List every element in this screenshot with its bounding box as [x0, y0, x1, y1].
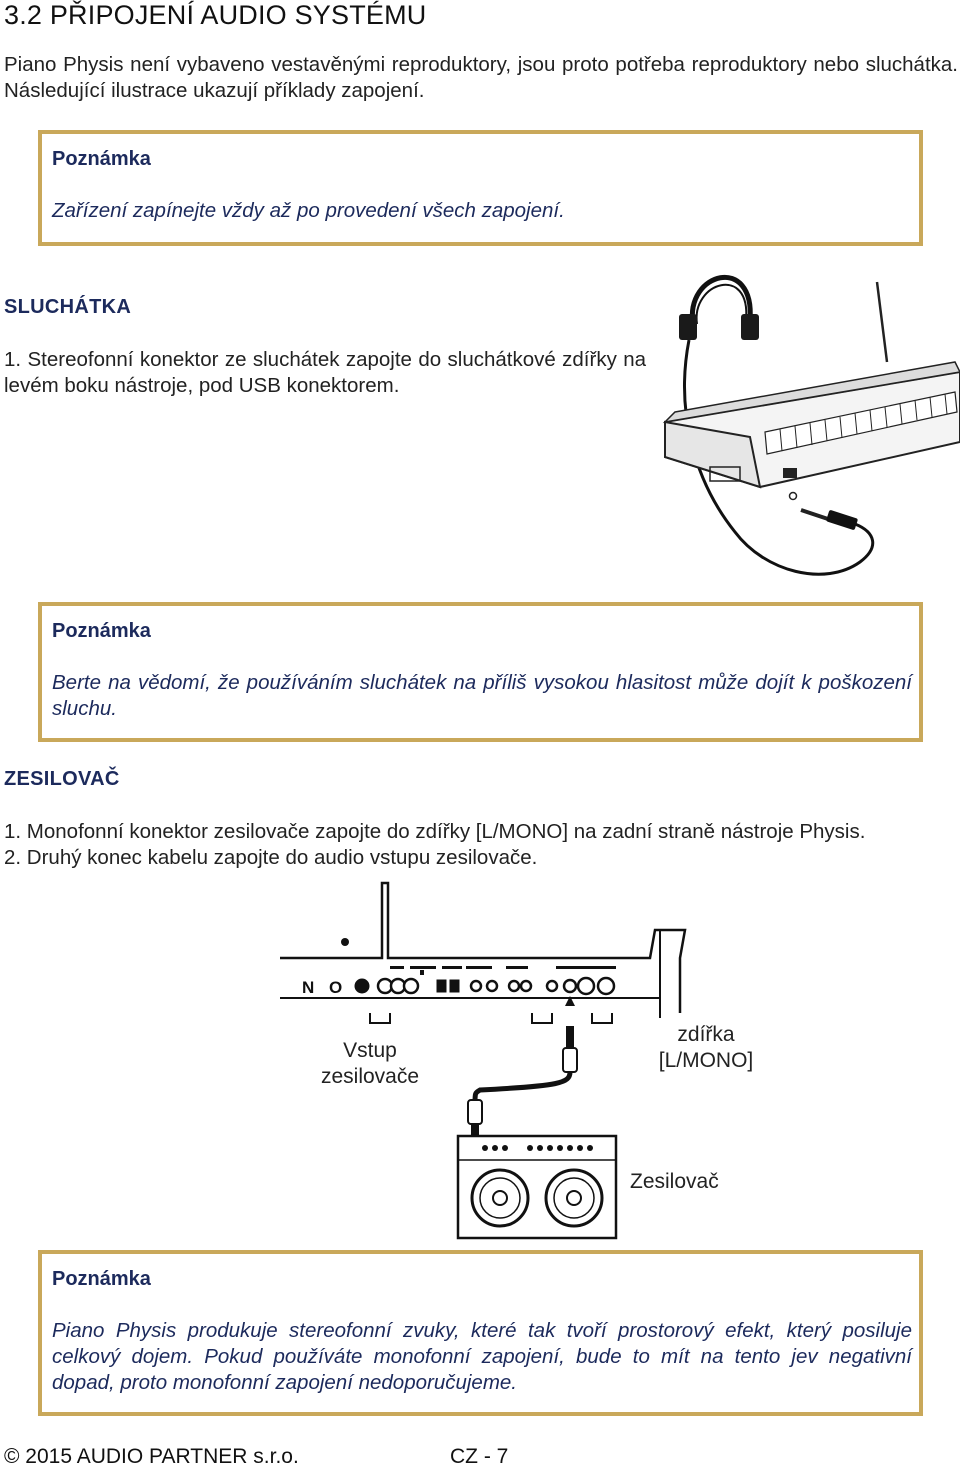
- label-lmono-jack-line1: zdířka: [677, 1023, 735, 1046]
- note-text: Berte na vědomí, že používáním sluchátek…: [52, 671, 912, 720]
- note-title: Poznámka: [52, 1268, 151, 1290]
- amplifier-step-2: 2. Druhý konec kabelu zapojte do audio v…: [4, 846, 538, 869]
- note-title: Poznámka: [52, 148, 151, 170]
- headphones-piano-illustration: [662, 274, 960, 576]
- footer-copyright: © 2015 AUDIO PARTNER s.r.o.: [4, 1445, 299, 1468]
- note-box-hearing: Poznámka Berte na vědomí, že používáním …: [38, 602, 923, 742]
- note-box-power: Poznámka Zařízení zapínejte vždy až po p…: [38, 130, 923, 246]
- label-lmono-jack: zdířka [L/MONO]: [636, 1022, 776, 1074]
- footer-page-number: CZ - 7: [450, 1445, 509, 1468]
- label-amplifier-input: Vstup zesilovače: [300, 1038, 440, 1090]
- label-amplifier-input-line2: zesilovače: [320, 1065, 420, 1088]
- section-heading-amplifier: ZESILOVAČ: [4, 768, 120, 790]
- amplifier-connection-diagram: [280, 881, 687, 1240]
- intro-paragraph: Piano Physis není vybaveno vestavěnými r…: [4, 53, 958, 102]
- panel-lettering: N O: [302, 978, 348, 997]
- page-title: 3.2 PŘIPOJENÍ AUDIO SYSTÉMU: [4, 0, 427, 30]
- label-amplifier: Zesilovač: [630, 1170, 719, 1193]
- note-text: Piano Physis produkuje stereofonní zvuky…: [52, 1319, 912, 1394]
- label-amplifier-input-line1: Vstup: [343, 1039, 397, 1062]
- label-lmono-jack-line2: [L/MONO]: [658, 1049, 754, 1072]
- note-title: Poznámka: [52, 620, 151, 642]
- amplifier-step-1: 1. Monofonní konektor zesilovače zapojte…: [4, 820, 866, 843]
- note-box-mono: Poznámka Piano Physis produkuje stereofo…: [38, 1250, 923, 1416]
- headphones-step-1: 1. Stereofonní konektor ze sluchátek zap…: [4, 348, 646, 397]
- section-heading-headphones: SLUCHÁTKA: [4, 296, 132, 318]
- note-text: Zařízení zapínejte vždy až po provedení …: [52, 199, 565, 222]
